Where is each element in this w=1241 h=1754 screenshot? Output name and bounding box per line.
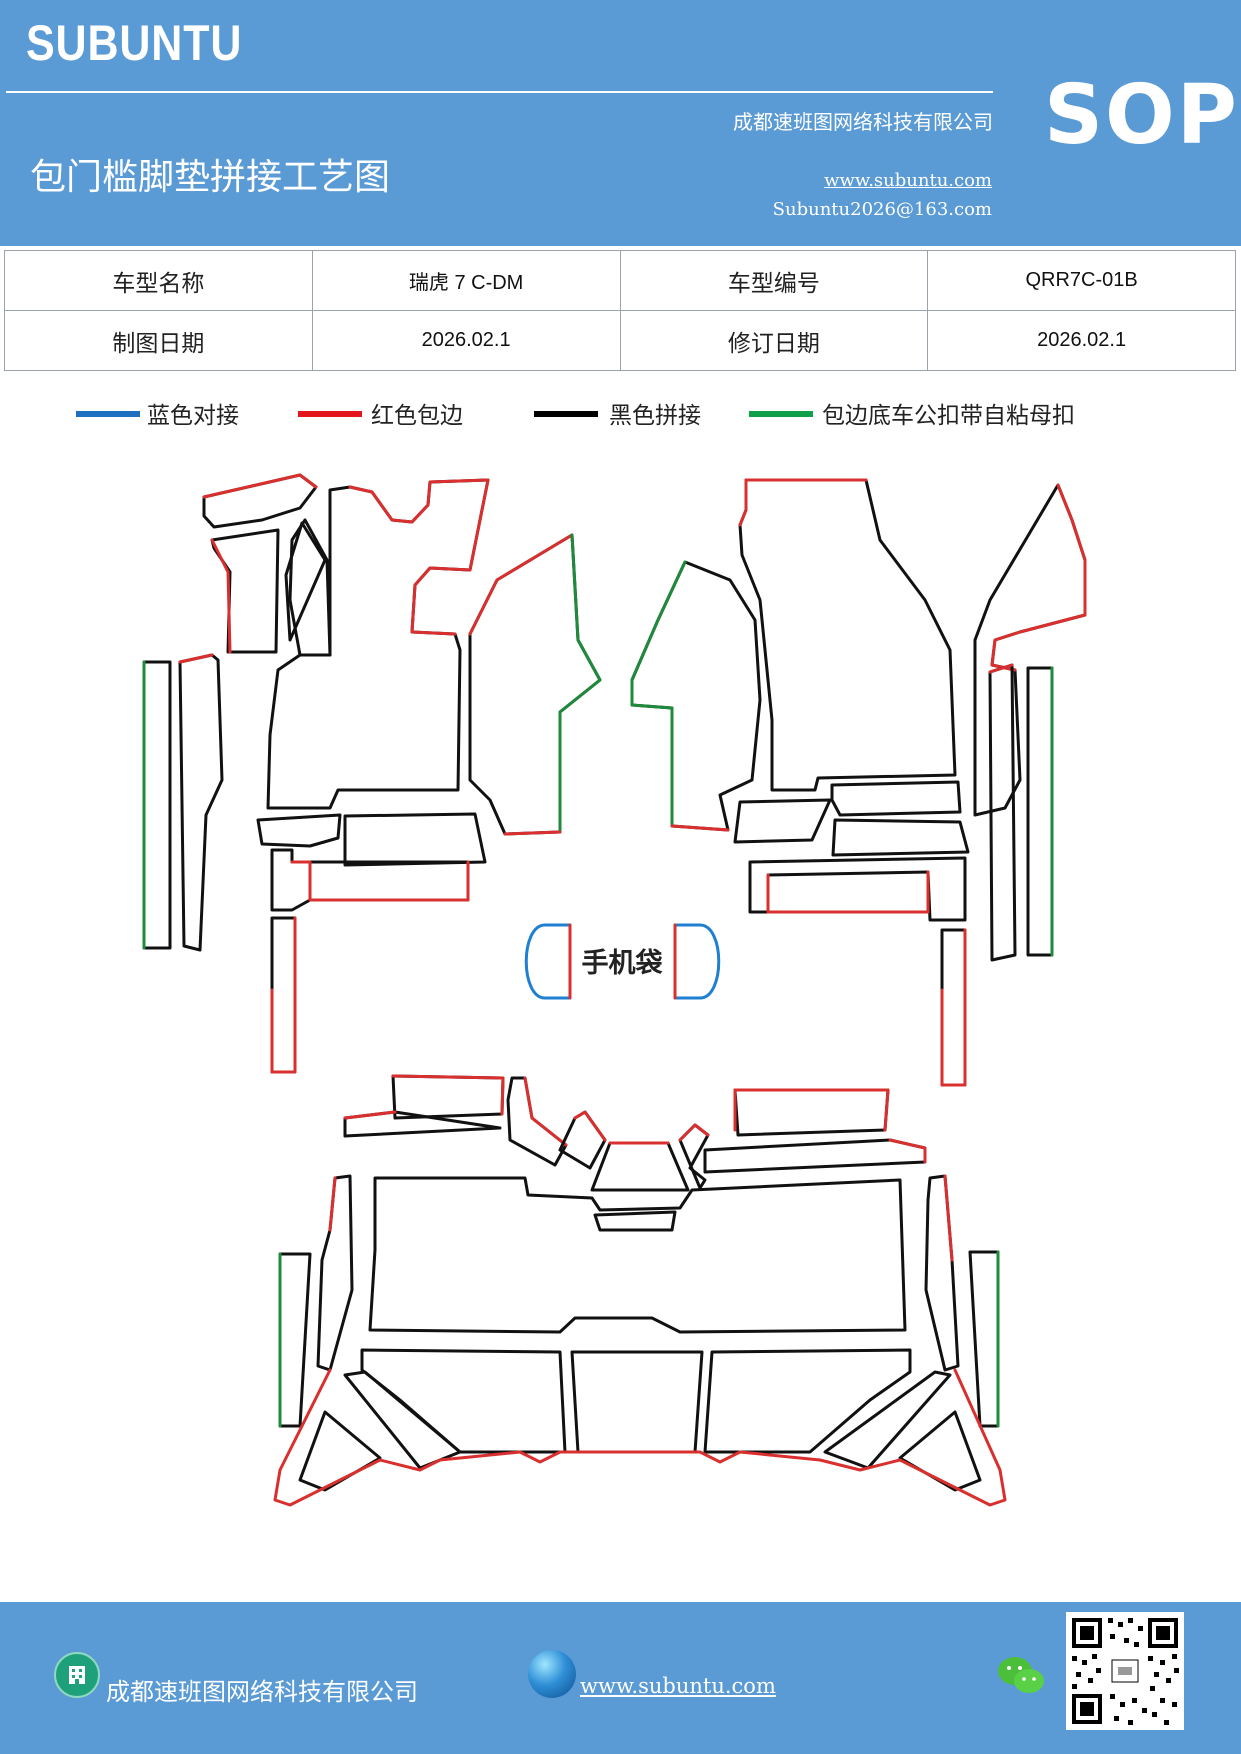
header-banner: SUBUNTU 成都速班图网络科技有限公司 包门槛脚垫拼接工艺图 www.sub… xyxy=(0,0,1241,246)
revise-date-value: 2026.02.1 xyxy=(927,310,1236,371)
model-code-label: 车型编号 xyxy=(619,250,929,311)
brand-logo: SUBUNTU xyxy=(26,15,243,71)
model-name-value: 瑞虎 7 C-DM xyxy=(311,250,621,311)
info-table: 车型名称 瑞虎 7 C-DM 车型编号 QRR7C-01B 制图日期 2026.… xyxy=(4,250,1236,371)
footer-company: 成都速班图网络科技有限公司 xyxy=(106,1678,418,1706)
rear-mat xyxy=(273,1074,1007,1507)
model-code-value: QRR7C-01B xyxy=(927,250,1236,311)
draw-date-value: 2026.02.1 xyxy=(311,310,621,371)
globe-icon xyxy=(528,1650,576,1698)
legend-label-green: 包边底车公扣带自粘母扣 xyxy=(822,403,1075,429)
legend-label-black: 黑色拼接 xyxy=(609,403,701,429)
legend-swatch-green xyxy=(749,411,813,417)
building-icon xyxy=(54,1652,100,1698)
revise-date-label: 修订日期 xyxy=(619,310,929,371)
header-website-link[interactable]: www.subuntu.com xyxy=(824,170,992,191)
footer-banner: 成都速班图网络科技有限公司 www.subuntu.com xyxy=(0,1602,1241,1754)
legend: 蓝色对接 红色包边 黑色拼接 包边底车公扣带自粘母扣 xyxy=(76,396,1176,446)
header-divider xyxy=(6,91,993,93)
draw-date-label: 制图日期 xyxy=(4,310,313,371)
legend-label-red: 红色包边 xyxy=(371,403,463,429)
model-name-label: 车型名称 xyxy=(4,250,313,311)
sop-badge: SOP xyxy=(1044,68,1239,163)
phone-pocket-label: 手机袋 xyxy=(582,948,664,979)
qr-code xyxy=(1066,1612,1184,1730)
header-email: Subuntu2026@163.com xyxy=(772,199,992,220)
legend-label-blue: 蓝色对接 xyxy=(147,403,239,429)
table-row: 制图日期 2026.02.1 修订日期 2026.02.1 xyxy=(4,310,1236,371)
footer-website-link[interactable]: www.subuntu.com xyxy=(580,1674,776,1698)
page-title: 包门槛脚垫拼接工艺图 xyxy=(30,157,391,198)
right-front-mat xyxy=(630,478,1087,1087)
legend-swatch-black xyxy=(534,411,598,417)
legend-swatch-blue xyxy=(76,411,140,417)
header-company: 成都速班图网络科技有限公司 xyxy=(733,110,993,134)
wechat-icon xyxy=(996,1654,1046,1698)
legend-swatch-red xyxy=(298,411,362,417)
left-front-mat xyxy=(142,473,602,1074)
table-row: 车型名称 瑞虎 7 C-DM 车型编号 QRR7C-01B xyxy=(4,250,1236,311)
phone-pocket: 手机袋 xyxy=(524,923,721,1000)
